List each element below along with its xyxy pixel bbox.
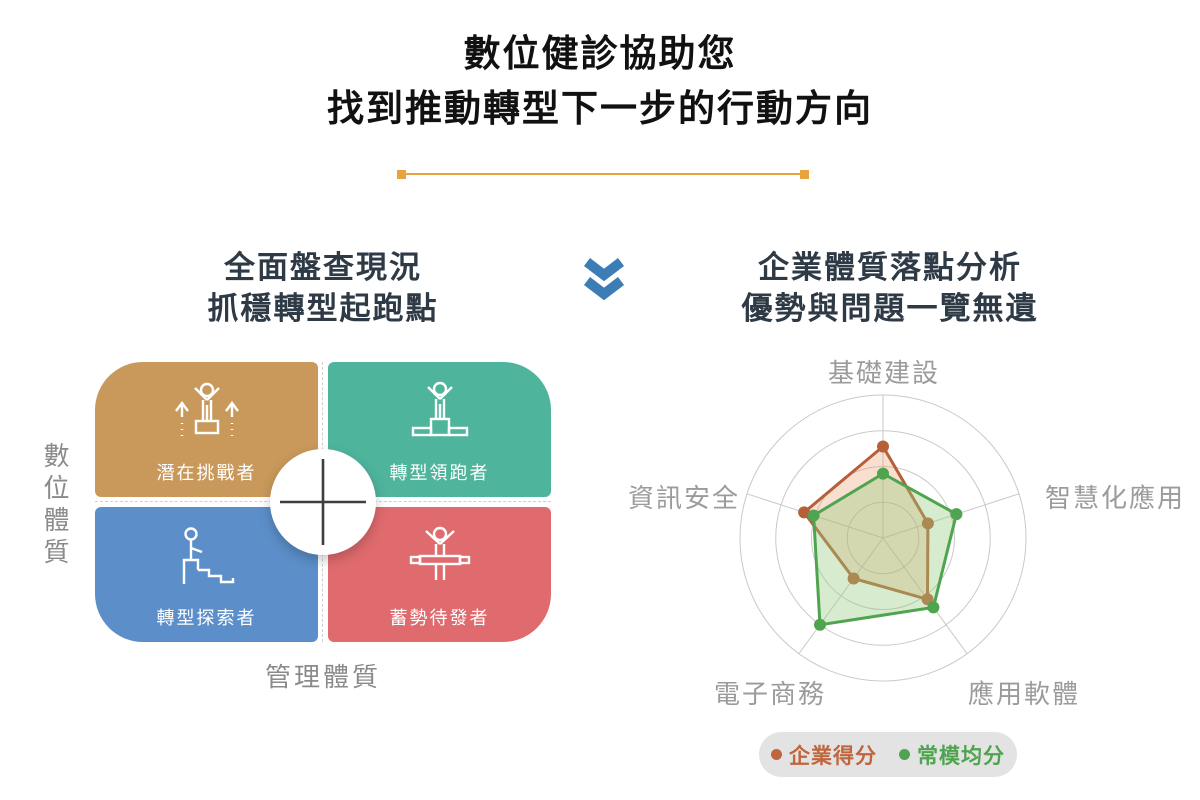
left-section-title-line1: 全面盤查現況 [224, 250, 422, 285]
right-section-title-line1: 企業體質落點分析 [758, 250, 1022, 285]
radar-axis-label-application-software: 應用軟體 [967, 679, 1080, 709]
legend-item-company-score: 企業得分 [771, 740, 877, 770]
radar-axis-label-smart-application: 智慧化應用 [1045, 483, 1186, 513]
radar-legend: 企業得分 常模均分 [759, 732, 1017, 777]
legend-dot-norm-average [899, 749, 910, 760]
quadrant-label: 蓄勢待發者 [389, 608, 490, 628]
accent-divider [397, 169, 809, 179]
plus-icon [280, 459, 366, 545]
page-title-line1: 數位健診協助您 [463, 33, 737, 74]
radar-axis-label-infrastructure: 基礎建設 [827, 358, 940, 388]
quadrant-label: 轉型領跑者 [389, 463, 490, 483]
quadrant-label: 轉型探索者 [156, 608, 257, 628]
divider-endcap-right [800, 169, 809, 179]
radar-chart [700, 355, 1080, 725]
double-chevron-down-icon [581, 257, 627, 307]
rising-challenger-icon [169, 379, 245, 455]
legend-dot-company-score [771, 749, 782, 760]
left-section-title: 全面盤查現況 抓穩轉型起跑點 [95, 247, 551, 329]
quadrant-x-axis-label: 管理體質 [264, 662, 381, 692]
right-section-title-line2: 優勢與問題一覽無遺 [741, 291, 1039, 326]
finish-line-runner-icon [402, 524, 478, 600]
quadrant-label: 潛在挑戰者 [156, 463, 257, 483]
quadrant-chart: 潛在挑戰者 轉型領跑者 轉型探索者 [95, 362, 551, 642]
radar-axis-label-ecommerce: 電子商務 [713, 679, 826, 709]
legend-label: 企業得分 [789, 744, 877, 768]
divider-line [406, 173, 800, 175]
quadrant-center-crosshair [270, 449, 376, 555]
quadrant-y-axis-label: 數位體質 [40, 442, 70, 570]
right-section-title: 企業體質落點分析 優勢與問題一覽無遺 [690, 247, 1090, 329]
divider-endcap-left [397, 169, 406, 179]
radar-chart-svg [739, 394, 1027, 682]
left-section-title-line2: 抓穩轉型起跑點 [207, 291, 439, 326]
page-title: 數位健診協助您 找到推動轉型下一步的行動方向 [0, 26, 1200, 136]
stairs-climber-icon [169, 524, 245, 600]
podium-winner-icon [402, 379, 478, 455]
legend-label: 常模均分 [917, 744, 1005, 768]
page-title-line2: 找到推動轉型下一步的行動方向 [327, 88, 873, 129]
legend-item-norm-average: 常模均分 [899, 740, 1005, 770]
radar-axis-label-information-security: 資訊安全 [628, 483, 741, 513]
